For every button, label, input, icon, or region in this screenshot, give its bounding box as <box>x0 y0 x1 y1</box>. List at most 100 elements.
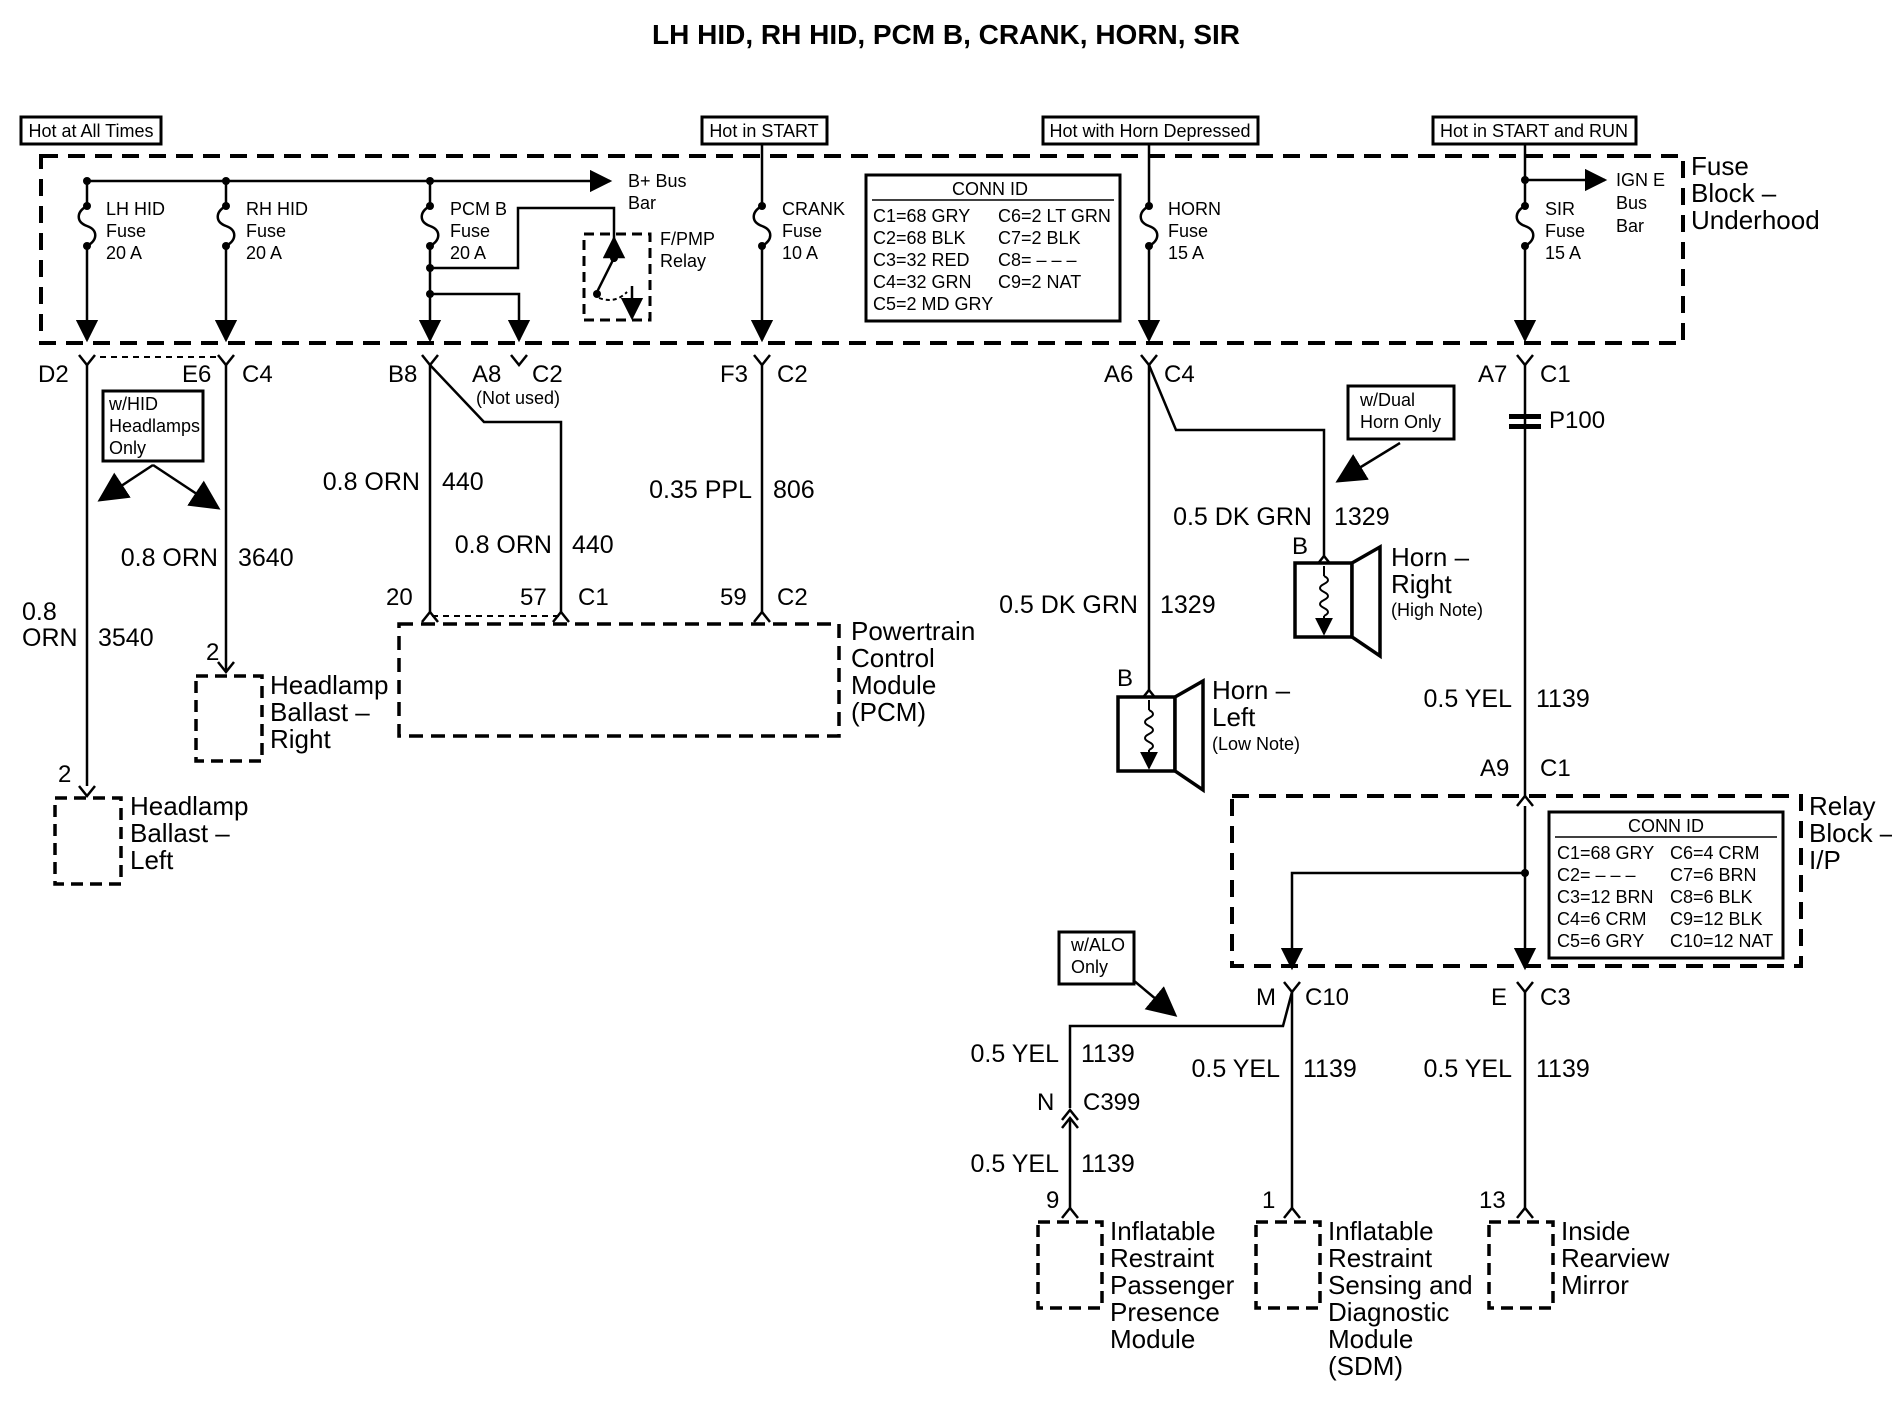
svg-text:C6=4 CRM: C6=4 CRM <box>1670 843 1760 863</box>
wire-1329-left-gauge: 0.5 DK GRN <box>999 591 1138 619</box>
pin-m: M <box>1256 984 1276 1011</box>
horn-left: B Horn –Left (Low Note) <box>1116 665 1300 794</box>
power-label-hot-start-run: Hot in START and RUN <box>1431 115 1638 146</box>
pin-b8: B8 <box>388 361 417 388</box>
pin-c2-crank: C2 <box>777 361 808 388</box>
wire-1139-n2-circuit: 1139 <box>1081 1150 1135 1178</box>
pin-e6: E6 <box>182 361 211 388</box>
wire-1139-circuit: 1139 <box>1536 685 1590 713</box>
svg-text:C1=68 GRY: C1=68 GRY <box>873 206 970 226</box>
svg-text:C3=12 BRN: C3=12 BRN <box>1557 887 1654 907</box>
power-label-hot-start: Hot in START <box>700 115 829 146</box>
svg-text:C9=12 BLK: C9=12 BLK <box>1670 909 1763 929</box>
svg-text:9: 9 <box>1046 1187 1059 1214</box>
wire-440-a8 <box>429 364 563 614</box>
svg-text:C9=2 NAT: C9=2 NAT <box>998 272 1081 292</box>
pin-e: E <box>1491 984 1507 1011</box>
svg-text:C7=2 BLK: C7=2 BLK <box>998 228 1081 248</box>
svg-text:20: 20 <box>386 584 413 611</box>
svg-text:CONN ID: CONN ID <box>952 179 1028 199</box>
svg-text:C1: C1 <box>578 584 609 611</box>
wire-1329-right-circuit: 1329 <box>1334 503 1390 531</box>
wire-806-gauge: 0.35 PPL <box>649 476 752 504</box>
pin-c4-horn: C4 <box>1164 361 1195 388</box>
svg-text:1: 1 <box>1262 1187 1275 1214</box>
svg-text:C1=68 GRY: C1=68 GRY <box>1557 843 1654 863</box>
connector-c399: N C399 <box>1037 1089 1140 1208</box>
pass-through-p100: P100 <box>1509 407 1605 434</box>
power-label-hot-all-times: Hot at All Times <box>19 115 163 146</box>
wire-1329-left-circuit: 1329 <box>1160 591 1216 619</box>
svg-text:C8= – – –: C8= – – – <box>998 250 1077 270</box>
svg-text:C2=68 BLK: C2=68 BLK <box>873 228 966 248</box>
wire-1329-right <box>1147 364 1326 556</box>
svg-text:2: 2 <box>58 761 71 788</box>
power-label-hot-horn: Hot with Horn Depressed <box>1041 115 1260 146</box>
svg-text:C4=32 GRN: C4=32 GRN <box>873 272 972 292</box>
horn-right: B Horn –Right (High Note) <box>1292 533 1483 660</box>
bplus-bus-bar-label: B+ Bus Bar <box>628 171 692 213</box>
wire-1139-gauge: 0.5 YEL <box>1423 685 1512 713</box>
svg-text:N: N <box>1037 1089 1054 1116</box>
svg-text:Hot in START and RUN: Hot in START and RUN <box>1440 121 1628 141</box>
fuse-block-underhood-outline <box>39 154 1685 345</box>
svg-text:Horn –Left: Horn –Left <box>1212 675 1291 732</box>
svg-text:Horn –Right: Horn –Right <box>1391 542 1470 599</box>
svg-text:13: 13 <box>1479 1187 1506 1214</box>
wire-3640-circuit: 3640 <box>238 544 294 572</box>
svg-text:C7=6 BRN: C7=6 BRN <box>1670 865 1757 885</box>
fuse-block-label: Fuse Block – Underhood <box>1691 151 1820 235</box>
svg-text:Hot with Horn Depressed: Hot with Horn Depressed <box>1049 121 1250 141</box>
wire-440-circuit-2: 440 <box>572 531 614 559</box>
svg-text:B: B <box>1292 533 1308 560</box>
pin-c10: C10 <box>1305 984 1349 1011</box>
pin-c2: C2 <box>532 361 563 388</box>
wire-1139-n1-circuit: 1139 <box>1081 1040 1135 1068</box>
wire-1139-m-passenger <box>1068 991 1294 1108</box>
wire-1139-e-gauge: 0.5 YEL <box>1423 1055 1512 1083</box>
svg-text:CONN ID: CONN ID <box>1628 816 1704 836</box>
diagram-title: LH HID, RH HID, PCM B, CRANK, HORN, SIR <box>652 19 1240 50</box>
fuse-block-conn-id-table: CONN ID C1=68 GRY C6=2 LT GRN C2=68 BLK … <box>864 173 1122 323</box>
svg-text:(Low Note): (Low Note) <box>1212 734 1300 754</box>
wire-1329-right-gauge: 0.5 DK GRN <box>1173 503 1312 531</box>
pin-d2: D2 <box>38 361 69 388</box>
svg-text:C8=6 BLK: C8=6 BLK <box>1670 887 1753 907</box>
pin-a7: A7 <box>1478 361 1507 388</box>
svg-text:2: 2 <box>206 639 219 666</box>
svg-text:C5=2 MD GRY: C5=2 MD GRY <box>873 294 993 314</box>
svg-text:C2= – – –: C2= – – – <box>1557 865 1636 885</box>
wire-440-circuit: 440 <box>442 468 484 496</box>
svg-text:B: B <box>1117 665 1133 692</box>
svg-text:Hot at All Times: Hot at All Times <box>28 121 153 141</box>
wire-1139-m-circuit: 1139 <box>1303 1055 1357 1083</box>
svg-text:C3=32 RED: C3=32 RED <box>873 250 970 270</box>
wire-806-circuit: 806 <box>773 476 815 504</box>
